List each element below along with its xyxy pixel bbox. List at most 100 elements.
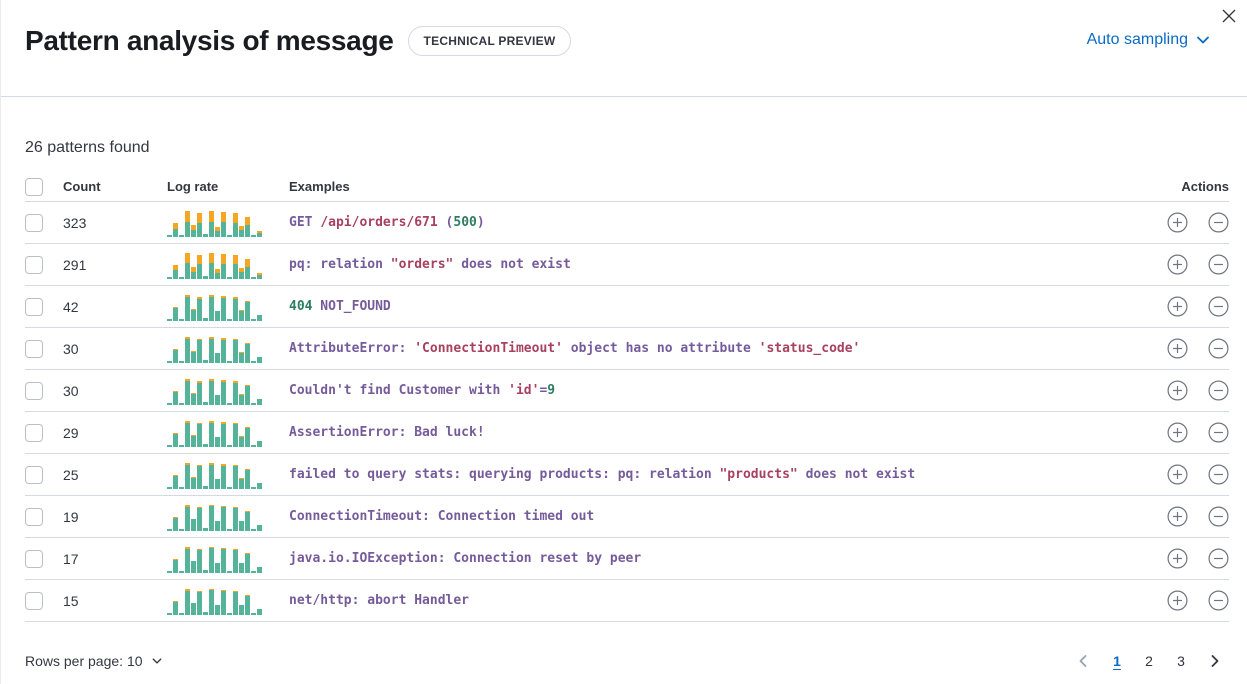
table-row: 30 Couldn't find Customer with 'id'=9	[25, 370, 1229, 412]
row-checkbox[interactable]	[25, 423, 43, 442]
log-rate-sparkline	[167, 293, 263, 321]
minus-in-circle-icon	[1208, 590, 1229, 611]
filter-out-button[interactable]	[1208, 296, 1229, 317]
chevron-left-icon	[1075, 653, 1091, 669]
rows-per-page-label: Rows per page: 10	[25, 653, 143, 669]
flyout-header: Pattern analysis of message TECHNICAL PR…	[1, 0, 1247, 97]
filter-in-button[interactable]	[1167, 212, 1188, 233]
log-rate-sparkline	[167, 461, 263, 489]
minus-in-circle-icon	[1208, 212, 1229, 233]
filter-in-button[interactable]	[1167, 296, 1188, 317]
table-row: 29 AssertionError: Bad luck!	[25, 412, 1229, 454]
patterns-table: Count Log rate Examples Actions 323 GET …	[25, 172, 1229, 622]
example-cell: AttributeError: 'ConnectionTimeout' obje…	[289, 341, 861, 356]
table-row: 15 net/http: abort Handler	[25, 580, 1229, 622]
table-row: 42 404 NOT_FOUND	[25, 286, 1229, 328]
minus-in-circle-icon	[1208, 380, 1229, 401]
log-rate-sparkline	[167, 377, 263, 405]
filter-out-button[interactable]	[1208, 212, 1229, 233]
filter-out-button[interactable]	[1208, 548, 1229, 569]
filter-out-button[interactable]	[1208, 590, 1229, 611]
row-checkbox[interactable]	[25, 213, 43, 232]
filter-out-button[interactable]	[1208, 506, 1229, 527]
count-cell: 25	[63, 466, 79, 483]
log-rate-sparkline	[167, 587, 263, 615]
example-cell: GET /api/orders/671 (500)	[289, 215, 485, 230]
next-page-button[interactable]	[1201, 653, 1229, 669]
filter-out-button[interactable]	[1208, 464, 1229, 485]
select-all-checkbox[interactable]	[25, 177, 43, 196]
patterns-found-count: 26 patterns found	[25, 139, 150, 156]
row-checkbox[interactable]	[25, 381, 43, 400]
page-3-button[interactable]: 3	[1169, 649, 1193, 673]
minus-in-circle-icon	[1208, 506, 1229, 527]
filter-in-button[interactable]	[1167, 254, 1188, 275]
filter-in-button[interactable]	[1167, 464, 1188, 485]
chevron-down-icon	[151, 655, 163, 667]
log-rate-sparkline	[167, 335, 263, 363]
table-row: 30 AttributeError: 'ConnectionTimeout' o…	[25, 328, 1229, 370]
filter-out-button[interactable]	[1208, 254, 1229, 275]
row-checkbox[interactable]	[25, 465, 43, 484]
filter-out-button[interactable]	[1208, 338, 1229, 359]
close-icon	[1221, 8, 1237, 24]
plus-in-circle-icon	[1167, 590, 1188, 611]
example-cell: AssertionError: Bad luck!	[289, 425, 485, 440]
row-checkbox[interactable]	[25, 297, 43, 316]
filter-in-button[interactable]	[1167, 338, 1188, 359]
filter-in-button[interactable]	[1167, 422, 1188, 443]
table-header-row: Count Log rate Examples Actions	[25, 172, 1229, 202]
plus-in-circle-icon	[1167, 254, 1188, 275]
sampling-dropdown[interactable]: Auto sampling	[1087, 31, 1211, 49]
page-1-button[interactable]: 1	[1105, 649, 1129, 673]
table-body: 323 GET /api/orders/671 (500) 291	[25, 202, 1229, 622]
row-checkbox[interactable]	[25, 339, 43, 358]
filter-in-button[interactable]	[1167, 506, 1188, 527]
minus-in-circle-icon	[1208, 548, 1229, 569]
column-header-examples: Examples	[289, 179, 350, 194]
plus-in-circle-icon	[1167, 422, 1188, 443]
filter-in-button[interactable]	[1167, 548, 1188, 569]
minus-in-circle-icon	[1208, 422, 1229, 443]
table-row: 19 ConnectionTimeout: Connection timed o…	[25, 496, 1229, 538]
prev-page-button[interactable]	[1069, 653, 1097, 669]
row-checkbox[interactable]	[25, 255, 43, 274]
example-cell: Couldn't find Customer with 'id'=9	[289, 383, 556, 398]
rows-per-page-button[interactable]: Rows per page: 10	[25, 653, 163, 669]
count-cell: 30	[63, 382, 79, 399]
plus-in-circle-icon	[1167, 464, 1188, 485]
chevron-right-icon	[1207, 653, 1223, 669]
filter-out-button[interactable]	[1208, 422, 1229, 443]
row-checkbox[interactable]	[25, 591, 43, 610]
count-cell: 29	[63, 424, 79, 441]
example-cell: 404 NOT_FOUND	[289, 299, 391, 314]
count-cell: 30	[63, 340, 79, 357]
close-button[interactable]	[1217, 4, 1241, 28]
row-checkbox[interactable]	[25, 507, 43, 526]
column-header-actions: Actions	[1181, 179, 1229, 194]
table-row: 17 java.io.IOException: Connection reset…	[25, 538, 1229, 580]
plus-in-circle-icon	[1167, 548, 1188, 569]
table-row: 291 pq: relation "orders" does not exist	[25, 244, 1229, 286]
minus-in-circle-icon	[1208, 296, 1229, 317]
page-title: Pattern analysis of message	[25, 25, 394, 56]
example-cell: ConnectionTimeout: Connection timed out	[289, 509, 595, 524]
flyout-body: 26 patterns found Count Log rate Example…	[1, 139, 1247, 622]
filter-out-button[interactable]	[1208, 380, 1229, 401]
example-cell: pq: relation "orders" does not exist	[289, 257, 571, 272]
page-2-button[interactable]: 2	[1137, 649, 1161, 673]
log-rate-sparkline	[167, 419, 263, 447]
log-rate-sparkline	[167, 503, 263, 531]
filter-in-button[interactable]	[1167, 380, 1188, 401]
table-row: 25 failed to query stats: querying produ…	[25, 454, 1229, 496]
count-cell: 42	[63, 298, 79, 315]
technical-preview-badge: TECHNICAL PREVIEW	[407, 26, 572, 56]
filter-in-button[interactable]	[1167, 590, 1188, 611]
row-checkbox[interactable]	[25, 549, 43, 568]
count-cell: 17	[63, 550, 79, 567]
column-header-log-rate: Log rate	[167, 179, 219, 194]
log-rate-sparkline	[167, 545, 263, 573]
